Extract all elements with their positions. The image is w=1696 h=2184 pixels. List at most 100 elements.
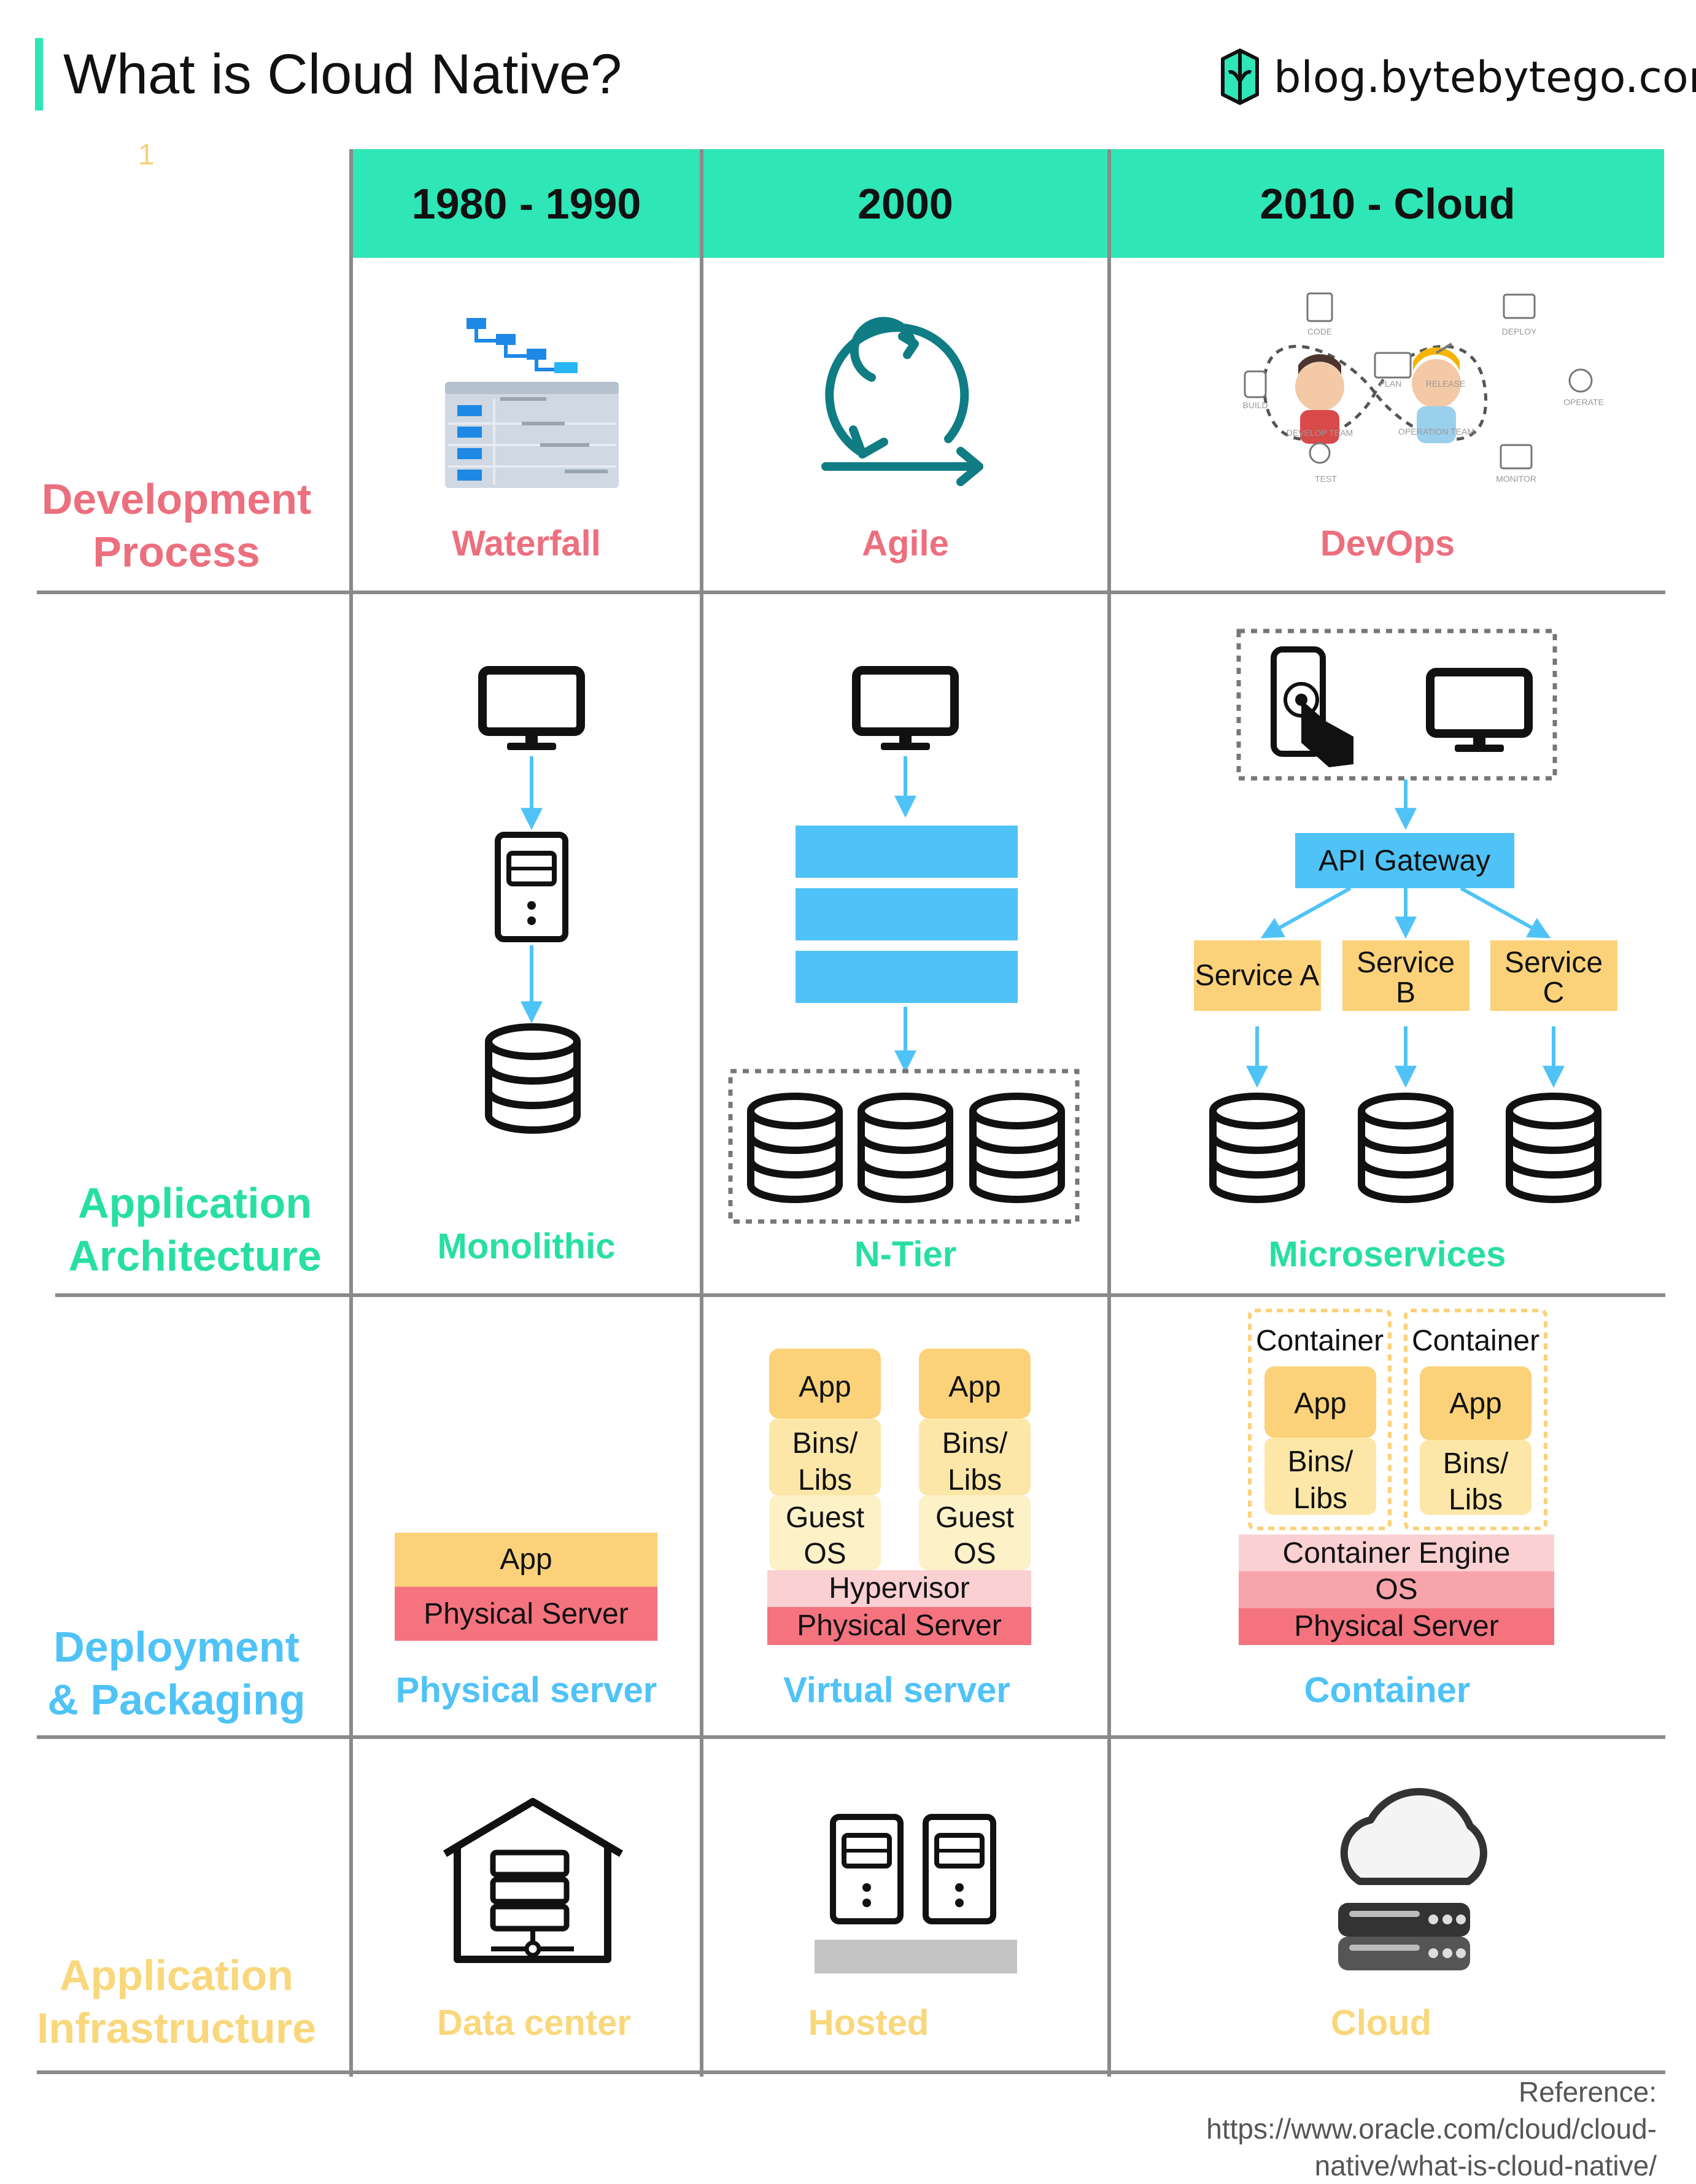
api-gateway-box [1295,833,1514,888]
monolithic-diagram [482,670,581,1130]
grid-vline-3 [1107,149,1111,2077]
container-2-bins-label-1: Bins/ [1443,1447,1509,1480]
vm1-bins-label-2: Libs [798,1464,852,1497]
database-icon [1213,1096,1301,1199]
client-monitor-icon [856,670,954,750]
hosted-servers-icon [815,1817,1017,1973]
vm1-guest-os [769,1495,881,1570]
devops-label-test: TEST [1315,474,1337,484]
agile-cycle-icon [821,317,983,486]
database-icon [1361,1096,1450,1199]
grid-vline-1 [349,149,353,2077]
era-header-2010-cloud: 2010 - Cloud [1111,149,1664,258]
grid-hline-1 [37,591,1665,594]
container-engine-label: Container Engine [1283,1537,1511,1570]
devops-label-operation-team: OPERATION TEAM [1398,427,1474,436]
data-center-icon [443,1798,624,1963]
database-icon [489,1027,577,1130]
caption-data-center: Data center [437,2003,631,2043]
container-2-bins [1420,1440,1531,1515]
container-2-label: Container [1412,1325,1539,1357]
os-layer [1239,1571,1554,1608]
container-1-bins-label-2: Libs [1293,1482,1347,1515]
server-icon [498,835,565,939]
row-label-application-architecture: Application Architecture [68,1179,322,1280]
caption-virtual-server: Virtual server [783,1670,1010,1710]
physical-server-stack: App Physical Server [395,1533,657,1641]
caption-waterfall: Waterfall [452,524,601,563]
app-layer-label: App [500,1543,552,1576]
page-title: What is Cloud Native? [63,43,622,106]
vm1-guest-label-1: Guest [786,1501,864,1534]
brand-url[interactable]: blog.bytebytego.com [1274,52,1696,103]
hypervisor-layer [767,1570,1031,1607]
devops-label-code: CODE [1307,327,1332,336]
devops-label-develop-team: DEVELOP TEAM [1287,428,1353,438]
devops-label-deploy: DEPLOY [1502,327,1537,336]
cloud-server-icon [1338,1787,1487,1970]
tier-bar-1 [796,826,1018,878]
vm1-guest-label-2: OS [803,1538,846,1570]
caption-devops: DevOps [1320,524,1455,563]
service-a-label: Service A [1195,959,1320,992]
physical-server-label: Physical Server [797,1609,1001,1642]
service-a-box [1194,940,1321,1011]
physical-server-layer [767,1607,1031,1645]
row-label-deployment-packaging: Deployment & Packaging [47,1623,306,1724]
devops-label-plan: PLAN [1379,379,1402,389]
server-icon [926,1817,993,1921]
api-gateway-label: API Gateway [1318,845,1490,877]
vm1-app [769,1349,881,1419]
os-label: OS [1375,1573,1417,1606]
clients-boundary [1236,629,1557,781]
caption-physical-server: Physical server [395,1670,657,1710]
vm2-bins-label-1: Bins/ [942,1427,1008,1460]
grid-hline-3 [37,1735,1665,1739]
caption-cloud: Cloud [1330,2003,1432,2043]
app-layer [395,1533,657,1587]
container-1-bins-label-1: Bins/ [1288,1446,1353,1478]
vm2-app-label: App [948,1371,1001,1403]
tier-bar-3 [796,951,1018,1003]
container-1-app-label: App [1294,1387,1346,1420]
era-header-1980-1990: 1980 - 1990 [353,149,700,258]
tier-bar-2 [796,888,1018,940]
virtual-server-stack: App Bins/ Libs Guest OS App Bins/ Libs G… [767,1349,1031,1645]
container-1-bins [1264,1438,1376,1515]
devops-label-operate: OPERATE [1563,397,1604,407]
container-2-app [1420,1366,1531,1440]
vm2-bins [919,1419,1031,1495]
client-monitor-icon [482,670,581,750]
vm2-guest-os [919,1495,1031,1570]
physical-server-layer [1239,1608,1554,1645]
caption-hosted: Hosted [808,2003,929,2043]
hypervisor-label: Hypervisor [829,1572,969,1605]
grid-hline-4 [37,2070,1665,2074]
rack-platform [815,1940,1017,1973]
devops-label-build: BUILD [1242,400,1268,410]
microservices-diagram: API Gateway Service A Service B Service … [1194,629,1617,1199]
vm2-bins-label-2: Libs [948,1464,1002,1497]
service-b-box [1342,940,1469,1011]
container-1-app [1264,1366,1376,1438]
physical-server-layer-label: Physical Server [424,1598,628,1630]
title-accent-bar [35,38,43,110]
database-icon [751,1096,839,1199]
container-2-app-label: App [1449,1387,1501,1420]
devops-label-monitor: MONITOR [1496,474,1536,484]
database-icon [973,1096,1061,1199]
container-1-label: Container [1256,1325,1384,1357]
server-icon [833,1817,900,1921]
caption-container: Container [1304,1670,1471,1710]
era-header-2000: 2000 [703,149,1107,258]
devops-infinity-icon: CODE DEPLOY BUILD PLAN RELEASE OPERATE D… [1242,292,1604,484]
container-stack: Container App Bins/ Libs Container App B… [1239,1309,1554,1645]
service-c-box [1490,940,1617,1011]
caption-agile: Agile [862,524,949,563]
bytebytego-logo-icon [1221,48,1259,105]
physical-server-layer [395,1587,657,1641]
service-b-label-line2: B [1396,977,1415,1009]
vm1-app-label: App [799,1371,851,1403]
reference-link[interactable]: Reference: https://www.oracle.com/cloud/… [1206,2076,1657,2182]
